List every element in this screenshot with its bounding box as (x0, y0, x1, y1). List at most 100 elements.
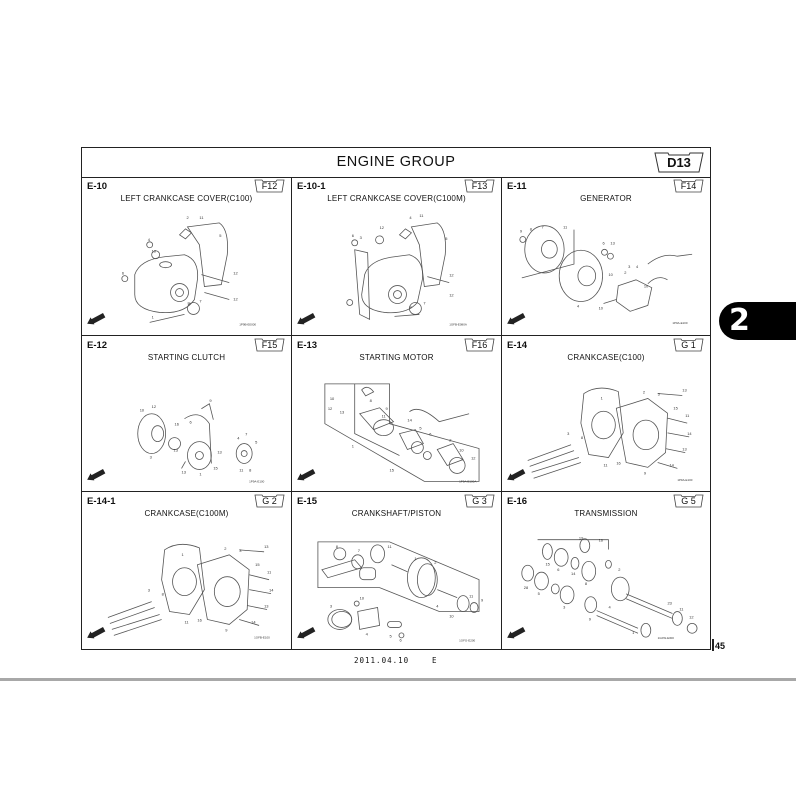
cell-transmission[interactable]: E-16 G 5 TRANSMISSION (502, 492, 710, 649)
svg-text:1: 1 (152, 314, 155, 319)
figure-badge[interactable]: F15 (254, 338, 285, 352)
svg-text:1P9A-E100A: 1P9A-E100A (459, 479, 476, 483)
svg-text:5: 5 (390, 633, 393, 638)
chapter-tab-label: 2 (729, 303, 750, 338)
figure-badge[interactable]: F12 (254, 179, 285, 193)
cell-title: LEFT CRANKCASE COVER(C100) (120, 194, 253, 203)
svg-text:10: 10 (360, 596, 365, 601)
cell-code: E-10 (87, 181, 108, 192)
svg-text:6: 6 (352, 233, 355, 238)
svg-text:10: 10 (459, 448, 464, 453)
cell-left-crankcase-cover-c100m[interactable]: E-10-1 F13 LEFT CRANKCASE COVER(C100M) (292, 177, 502, 336)
svg-text:8: 8 (162, 592, 165, 597)
svg-text:15: 15 (545, 561, 550, 566)
svg-text:14: 14 (251, 619, 256, 624)
svg-text:13: 13 (264, 544, 269, 549)
svg-text:15: 15 (213, 465, 218, 470)
svg-text:13: 13 (682, 388, 687, 393)
cell-code: E-13 (297, 340, 318, 351)
svg-text:3: 3 (567, 431, 570, 436)
svg-text:8: 8 (530, 227, 533, 232)
svg-text:2: 2 (643, 390, 645, 395)
svg-text:19: 19 (579, 536, 583, 541)
svg-text:12: 12 (449, 273, 453, 278)
svg-text:9: 9 (225, 627, 228, 632)
svg-text:1GFG-E200: 1GFG-E200 (459, 638, 475, 642)
svg-text:10: 10 (330, 396, 335, 401)
svg-text:3: 3 (360, 235, 363, 240)
svg-text:1P9A-E100: 1P9A-E100 (672, 321, 687, 325)
cell-crankcase-c100m[interactable]: E-14-1 G 2 CRANKCASE(C100M) (82, 492, 292, 649)
cell-title: STARTING CLUTCH (147, 353, 226, 362)
diagram-grid: E-10 F12 LEFT CRANKCASE COVER(C100) (82, 177, 710, 649)
svg-text:6: 6 (603, 240, 606, 245)
svg-text:6: 6 (557, 567, 560, 572)
svg-text:16: 16 (175, 422, 180, 427)
cell-left-crankcase-cover-c100[interactable]: E-10 F12 LEFT CRANKCASE COVER(C100) (82, 177, 292, 336)
svg-text:1: 1 (199, 471, 202, 476)
cell-crankshaft-piston[interactable]: E-15 G 3 CRANKSHAFT/PISTON (292, 492, 502, 649)
figure-badge[interactable]: G 1 (673, 338, 704, 352)
svg-text:1GFB-E080A: 1GFB-E080A (449, 322, 467, 326)
svg-text:6: 6 (189, 420, 192, 425)
svg-text:1: 1 (352, 444, 355, 449)
svg-text:11: 11 (679, 607, 683, 612)
svg-text:5: 5 (445, 236, 448, 241)
svg-text:12: 12 (380, 225, 384, 230)
svg-text:9: 9 (520, 229, 522, 234)
svg-text:13: 13 (682, 447, 687, 452)
cell-crankcase-c100[interactable]: E-14 G 1 CRANKCASE(C100) (502, 336, 710, 492)
svg-text:3: 3 (563, 605, 566, 610)
cell-code: E-16 (507, 496, 528, 507)
cell-code: E-15 (297, 496, 318, 507)
svg-text:8: 8 (249, 467, 252, 472)
svg-text:11: 11 (388, 544, 393, 549)
figure-badge[interactable]: F16 (464, 338, 495, 352)
cell-title: CRANKCASE(C100M) (144, 509, 229, 518)
svg-text:11: 11 (604, 462, 608, 467)
cell-title: CRANKCASE(C100) (567, 353, 645, 362)
svg-text:11: 11 (199, 215, 204, 220)
svg-text:9: 9 (209, 398, 212, 403)
figure-badge[interactable]: G 5 (673, 494, 704, 508)
svg-text:12: 12 (233, 271, 237, 276)
figure-badge[interactable]: F13 (464, 179, 495, 193)
svg-text:12: 12 (152, 404, 156, 409)
svg-text:15: 15 (390, 467, 395, 472)
svg-text:8: 8 (581, 435, 584, 440)
svg-text:1P9A-E100: 1P9A-E100 (249, 479, 265, 483)
svg-text:6: 6 (122, 271, 125, 276)
svg-text:8: 8 (187, 300, 190, 305)
svg-text:15: 15 (255, 562, 260, 567)
svg-text:8: 8 (336, 544, 339, 549)
svg-text:1: 1 (182, 552, 185, 557)
svg-text:13: 13 (340, 410, 345, 415)
figure-badge[interactable]: G 3 (464, 494, 495, 508)
svg-text:3: 3 (658, 392, 661, 397)
svg-text:7: 7 (542, 225, 544, 230)
svg-text:2: 2 (449, 438, 451, 443)
chapter-tab[interactable]: 2 (719, 302, 796, 340)
cell-title: CRANKSHAFT/PISTON (351, 509, 442, 518)
svg-text:10: 10 (608, 272, 613, 277)
cell-starting-motor[interactable]: E-13 F16 STARTING MOTOR (292, 336, 502, 492)
svg-text:9: 9 (644, 470, 646, 475)
svg-text:8: 8 (370, 398, 373, 403)
figure-badge[interactable]: F14 (673, 179, 704, 193)
svg-text:4: 4 (436, 604, 439, 609)
svg-text:4: 4 (237, 436, 240, 441)
svg-text:11: 11 (239, 467, 244, 472)
figure-badge[interactable]: G 2 (254, 494, 285, 508)
svg-text:4: 4 (148, 237, 151, 242)
svg-text:14: 14 (407, 418, 412, 423)
svg-text:4: 4 (409, 215, 412, 220)
svg-text:13: 13 (217, 450, 222, 455)
svg-text:6: 6 (399, 637, 402, 642)
cell-title: LEFT CRANKCASE COVER(C100M) (327, 194, 466, 203)
svg-text:7: 7 (245, 432, 247, 437)
